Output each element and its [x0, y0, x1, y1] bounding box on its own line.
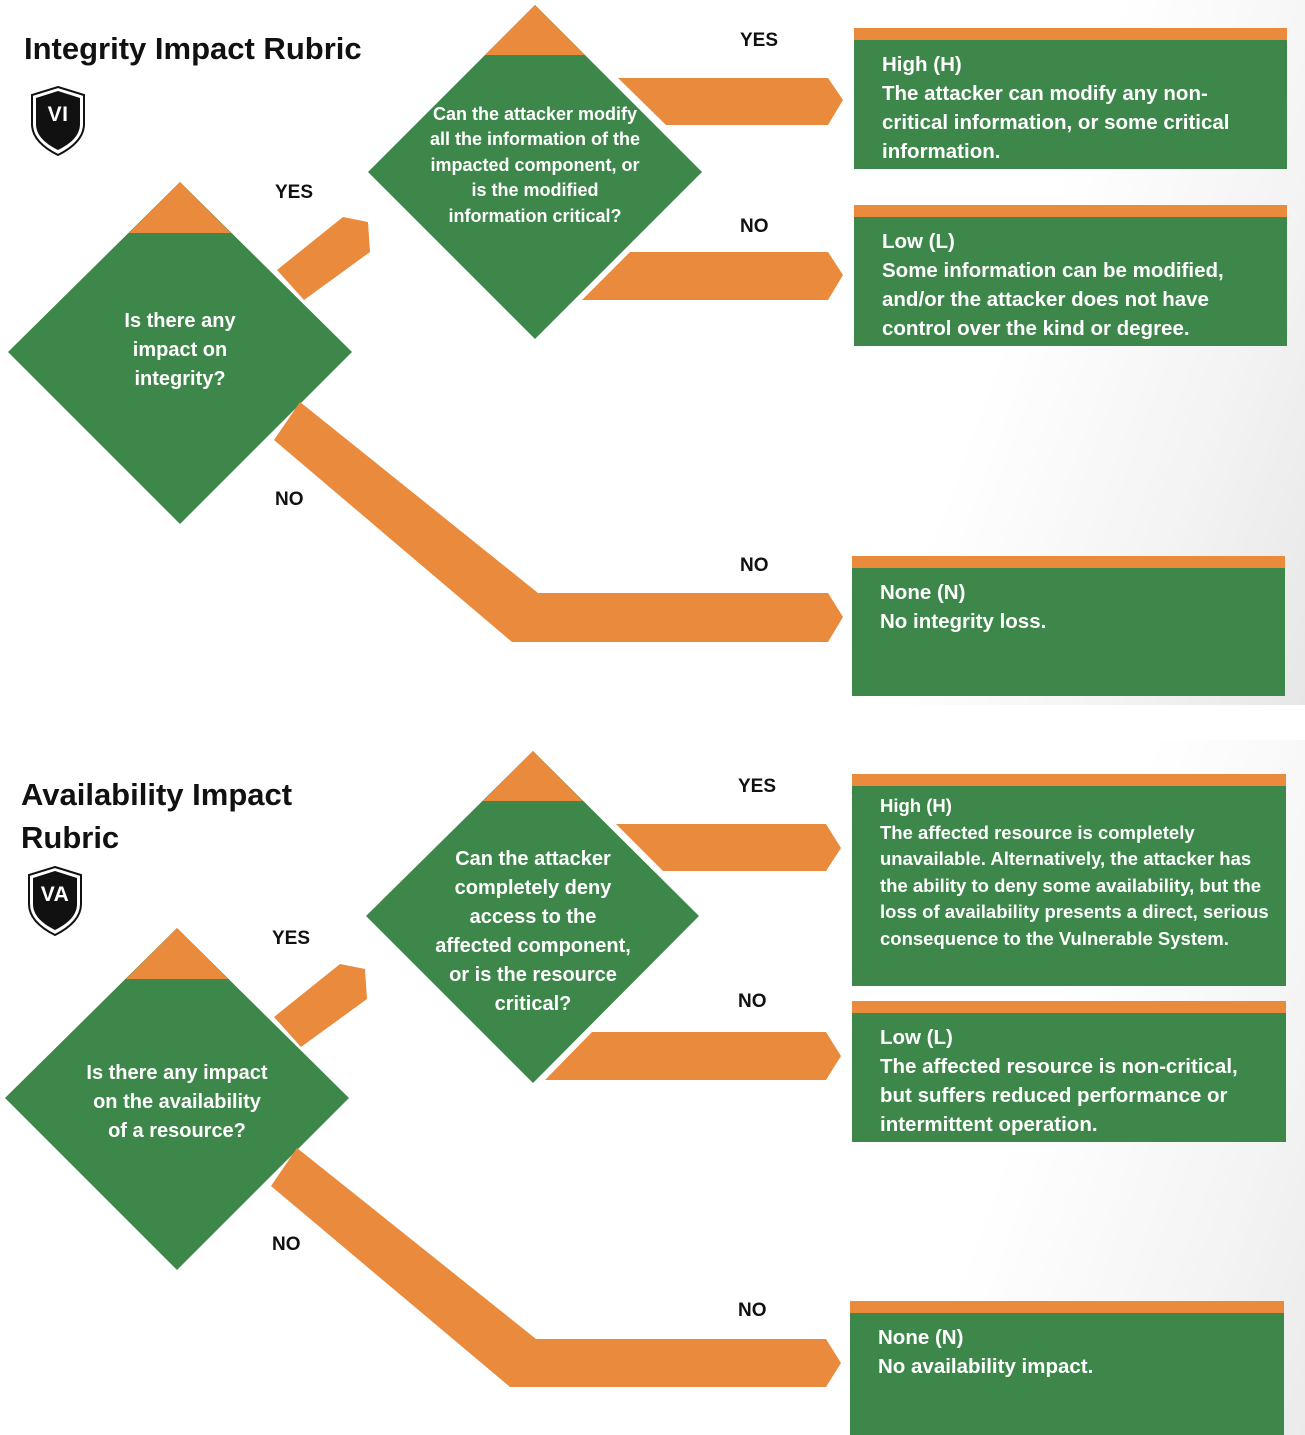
integrity-q1-cap: [129, 182, 231, 233]
integrity-high-text: The attacker can modify any non-critical…: [882, 82, 1230, 163]
availability-rubric-panel: Availability Impact Rubric VA YES NO YES…: [0, 740, 1305, 1435]
integrity-yes-connector: [277, 217, 370, 300]
availability-q1-no-label: NO: [272, 1234, 301, 1255]
integrity-title: Integrity Impact Rubric: [24, 31, 362, 66]
integrity-high-arrow: [618, 78, 843, 125]
integrity-rubric-panel: Integrity Impact Rubric VI YES NO YES NO…: [0, 0, 1305, 705]
integrity-q2-yes-label: YES: [740, 30, 779, 51]
integrity-q2-text: Can the attacker modify all the informat…: [430, 103, 640, 226]
availability-q1-yes-label: YES: [272, 928, 311, 949]
integrity-low-title: Low (L): [882, 230, 955, 253]
availability-low-arrow: [545, 1032, 841, 1080]
availability-none-text: No availability impact.: [878, 1355, 1094, 1378]
availability-none-arrow: [271, 1148, 841, 1387]
integrity-low-text: Some information can be modified, and/or…: [882, 259, 1224, 340]
integrity-none-arrow: [274, 402, 843, 642]
integrity-q1-yes-label: YES: [275, 182, 314, 203]
availability-low-title: Low (L): [880, 1026, 953, 1049]
shield-icon: [31, 85, 85, 157]
integrity-none-text: No integrity loss.: [880, 610, 1047, 633]
availability-q2-yes-label: YES: [738, 776, 777, 797]
integrity-none-title: None (N): [880, 581, 966, 604]
availability-low-text: The affected resource is non-critical, b…: [880, 1055, 1238, 1136]
shield-icon: [28, 865, 82, 937]
integrity-high-title: High (H): [882, 53, 962, 76]
integrity-q1-no-label: NO: [275, 489, 304, 510]
availability-none-title: None (N): [878, 1326, 964, 1349]
integrity-q2-no-label: NO: [740, 216, 769, 237]
integrity-high-box: High (H) The attacker can modify any non…: [854, 28, 1287, 169]
availability-none-no-label: NO: [738, 1300, 767, 1321]
availability-q1-text: Is there any impact on the availability …: [86, 1061, 268, 1142]
availability-yes-connector: [274, 964, 367, 1047]
availability-q2-diamond: [366, 751, 699, 1083]
availability-q1-cap: [126, 928, 228, 979]
va-badge: VA: [28, 865, 82, 937]
integrity-none-box: None (N) No integrity loss.: [852, 556, 1285, 696]
availability-low-box: Low (L) The affected resource is non-cri…: [852, 1001, 1286, 1142]
va-badge-label: VA: [40, 883, 70, 906]
availability-q2-cap: [483, 751, 583, 801]
availability-flow-shapes: [5, 751, 841, 1387]
integrity-q1-text: Is there any impact on integrity?: [124, 309, 236, 390]
panel-separator: [0, 705, 1305, 740]
integrity-low-box: Low (L) Some information can be modified…: [854, 205, 1287, 346]
integrity-q2-cap: [485, 5, 585, 55]
availability-high-box: High (H) The affected resource is comple…: [852, 774, 1286, 986]
integrity-none-no-label: NO: [740, 555, 769, 576]
availability-high-text: The affected resource is completely unav…: [880, 821, 1269, 949]
integrity-q2-diamond: [368, 5, 702, 339]
vi-badge-label: VI: [47, 103, 69, 126]
integrity-q1-diamond: [8, 182, 352, 524]
availability-title: Availability Impact Rubric: [21, 777, 293, 855]
vi-badge: VI: [31, 85, 85, 157]
availability-high-title: High (H): [880, 795, 952, 816]
availability-q2-no-label: NO: [738, 991, 767, 1012]
availability-none-box: None (N) No availability impact.: [850, 1301, 1284, 1435]
availability-high-arrow: [616, 824, 841, 871]
availability-q1-diamond: [5, 928, 349, 1270]
integrity-flow-shapes: [8, 5, 843, 642]
integrity-low-arrow: [582, 252, 843, 300]
availability-q2-text: Can the attacker completely deny access …: [435, 848, 631, 1015]
